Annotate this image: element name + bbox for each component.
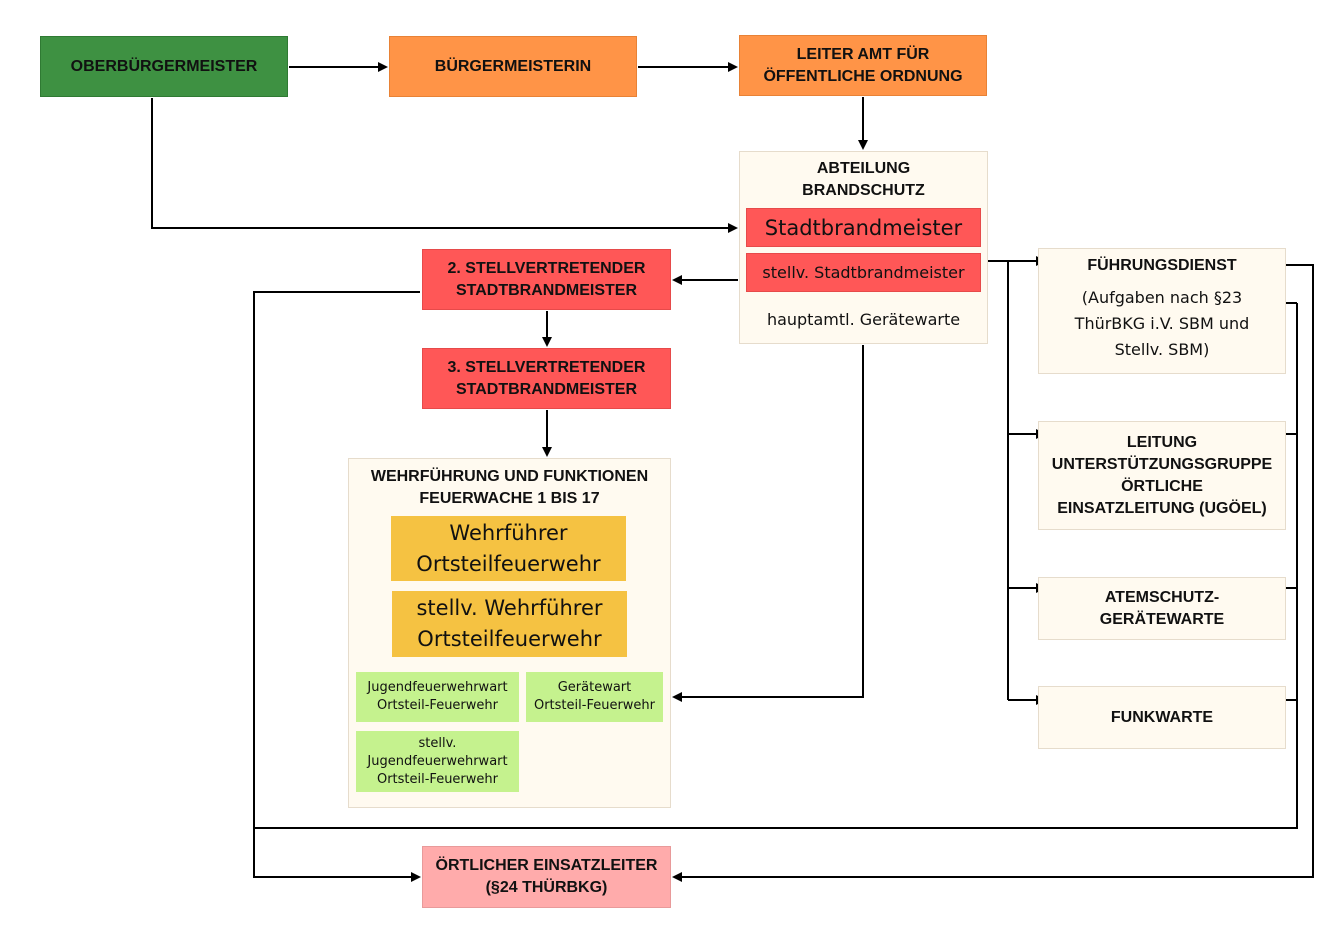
abteilung-stadtbrandmeister-label: Stadtbrandmeister: [764, 215, 963, 240]
wehrfuehrung-wehrfuehrer-label: Wehrführer Ortsteilfeuerwehr: [416, 520, 601, 576]
arrow-ob-to-abteilung: [151, 98, 738, 233]
fuehrungsdienst-subtitle: (Aufgaben nach §23 ThürBKG i.V. SBM und …: [1074, 288, 1250, 359]
node-stellvertretender-2: 2. STELLVERTRETENDER STADTBRANDMEISTER: [422, 249, 671, 310]
arrow-stellv2-to-einsatzleiter: [253, 291, 421, 882]
node-stellvertretender-3-label: 3. STELLVERTRETENDER STADTBRANDMEISTER: [447, 358, 646, 398]
arrow-fuehrungsdienst-to-einsatzleiter: [672, 264, 1314, 882]
abteilung-stellv-stadtbrandmeister-label: stellv. Stadtbrandmeister: [762, 263, 965, 282]
wehrfuehrung-wehrfuehrer: Wehrführer Ortsteilfeuerwehr: [391, 516, 626, 581]
node-abteilung-brandschutz: ABTEILUNG BRANDSCHUTZ: [739, 151, 988, 344]
arrow-abteilung-to-wehrfuehrung: [672, 345, 864, 702]
node-oberbuergermeister: OBERBÜRGERMEISTER: [40, 36, 288, 97]
node-atemschutz: ATEMSCHUTZ- GERÄTEWARTE: [1038, 577, 1286, 640]
node-buergermeisterin-label: BÜRGERMEISTERIN: [434, 57, 592, 75]
wehrfuehrung-stellv-jugendfeuerwehrwart-label: stellv. Jugendfeuerwehrwart Ortsteil-Feu…: [367, 735, 508, 787]
node-leitung-ugoel-label: LEITUNG UNTERSTÜTZUNGSGRUPPE ÖRTLICHE EI…: [1051, 433, 1273, 517]
wehrfuehrung-stellv-jugendfeuerwehrwart: stellv. Jugendfeuerwehrwart Ortsteil-Feu…: [356, 731, 519, 792]
abteilung-stellv-stadtbrandmeister: stellv. Stadtbrandmeister: [746, 253, 981, 292]
line-right-bus: [254, 303, 1298, 829]
node-fuehrungsdienst: FÜHRUNGSDIENST (Aufgaben nach §23 ThürBK…: [1038, 248, 1286, 374]
node-stellvertretender-3: 3. STELLVERTRETENDER STADTBRANDMEISTER: [422, 348, 671, 409]
node-atemschutz-label: ATEMSCHUTZ- GERÄTEWARTE: [1099, 588, 1225, 628]
node-funkwarte-label: FUNKWARTE: [1110, 708, 1214, 726]
node-oertlicher-einsatzleiter-label: ÖRTLICHER EINSATZLEITER (§24 THÜRBKG): [435, 857, 658, 896]
wehrfuehrung-title: WEHRFÜHRUNG UND FUNKTIONEN FEUERWACHE 1 …: [370, 468, 649, 507]
node-leiter-amt: LEITER AMT FÜR ÖFFENTLICHE ORDNUNG: [739, 35, 987, 96]
wehrfuehrung-geraetewart: Gerätewart Ortsteil-Feuerwehr: [526, 672, 663, 722]
abteilung-geraetewarte-label: hauptamtl. Gerätewarte: [766, 309, 961, 329]
node-oberbuergermeister-label: OBERBÜRGERMEISTER: [70, 57, 258, 75]
wehrfuehrung-stellv-wehrfuehrer-label: stellv. Wehrführer Ortsteilfeuerwehr: [416, 596, 603, 651]
node-leitung-ugoel: LEITUNG UNTERSTÜTZUNGSGRUPPE ÖRTLICHE EI…: [1038, 421, 1286, 530]
node-leiter-amt-label: LEITER AMT FÜR ÖFFENTLICHE ORDNUNG: [763, 45, 963, 85]
wehrfuehrung-stellv-wehrfuehrer: stellv. Wehrführer Ortsteilfeuerwehr: [392, 591, 627, 657]
node-oertlicher-einsatzleiter: ÖRTLICHER EINSATZLEITER (§24 THÜRBKG): [422, 846, 671, 908]
abteilung-geraetewarte: hauptamtl. Gerätewarte: [746, 305, 981, 333]
wehrfuehrung-jugendfeuerwehrwart: Jugendfeuerwehrwart Ortsteil-Feuerwehr: [356, 672, 519, 722]
fuehrungsdienst-title: FÜHRUNGSDIENST: [1087, 257, 1237, 274]
node-buergermeisterin: BÜRGERMEISTERIN: [389, 36, 637, 97]
wehrfuehrung-geraetewart-label: Gerätewart Ortsteil-Feuerwehr: [533, 680, 656, 713]
node-funkwarte: FUNKWARTE: [1038, 686, 1286, 749]
abteilung-stadtbrandmeister: Stadtbrandmeister: [746, 208, 981, 247]
node-stellvertretender-2-label: 2. STELLVERTRETENDER STADTBRANDMEISTER: [447, 259, 646, 299]
wehrfuehrung-jugendfeuerwehrwart-label: Jugendfeuerwehrwart Ortsteil-Feuerwehr: [367, 680, 508, 713]
abteilung-title: ABTEILUNG BRANDSCHUTZ: [802, 160, 925, 199]
